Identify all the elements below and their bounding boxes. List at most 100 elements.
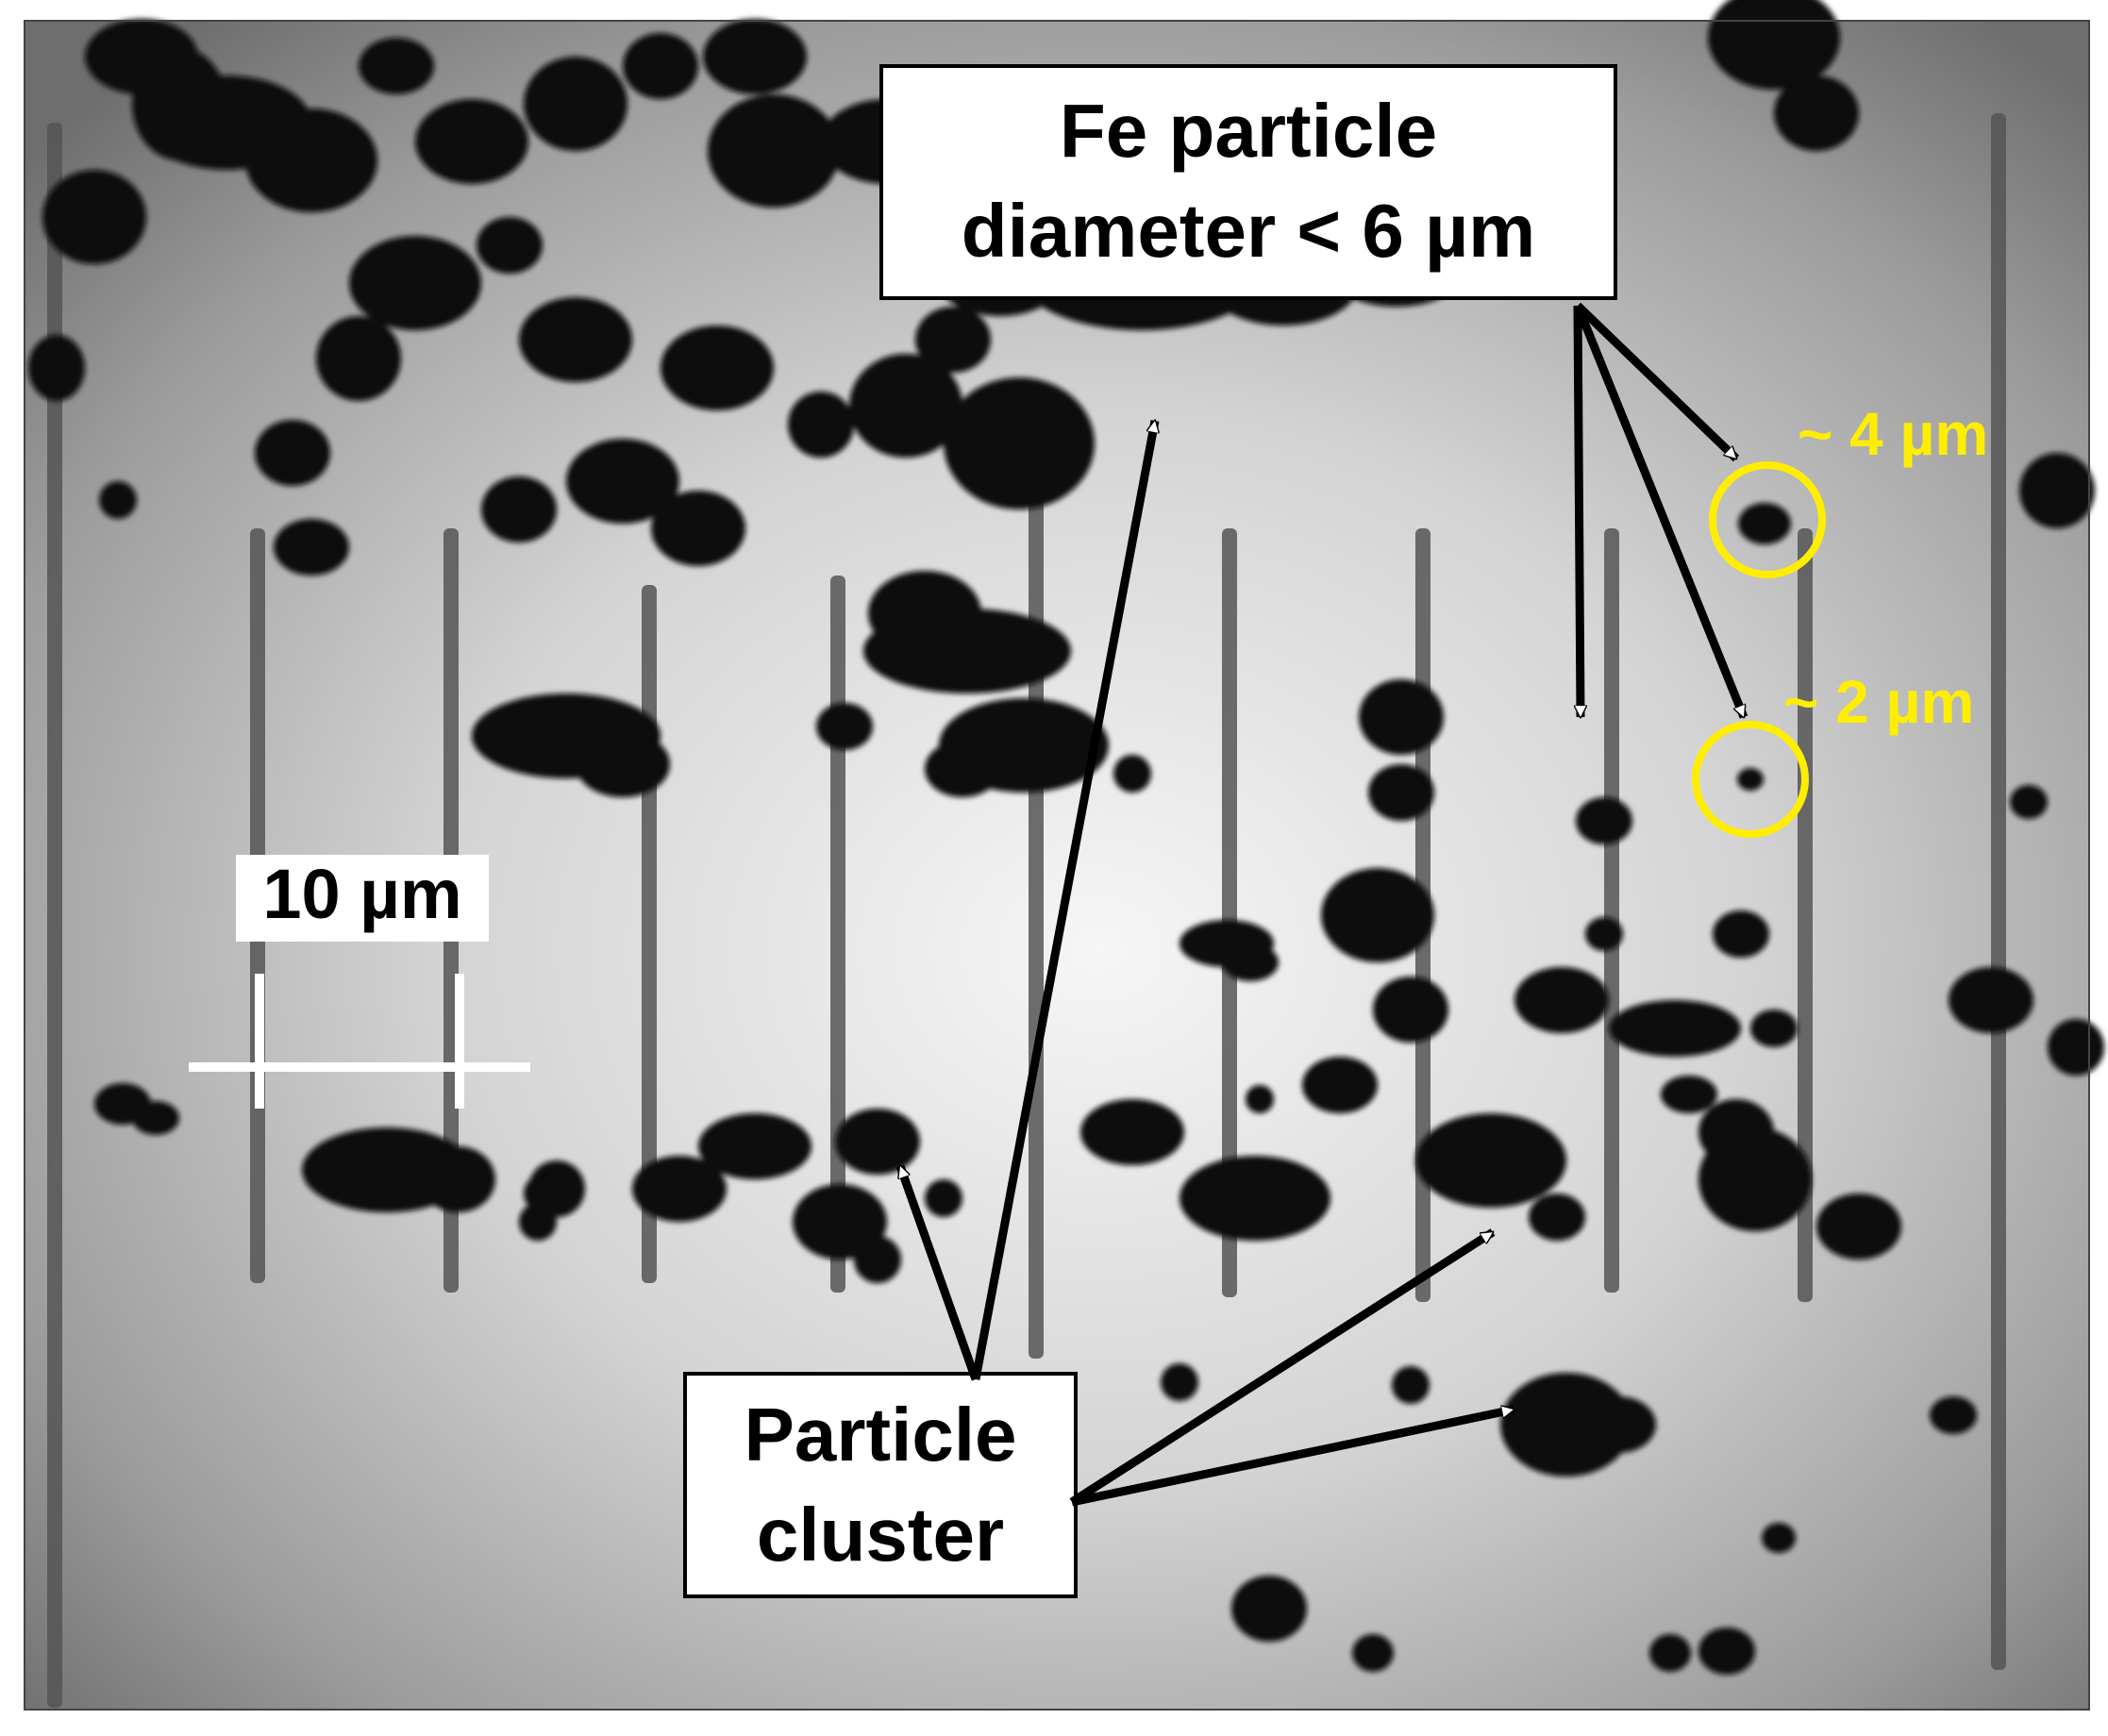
scale-label: 10 µm: [262, 855, 461, 933]
particle: [788, 392, 854, 458]
particle: [481, 476, 557, 542]
particle: [1434, 1146, 1481, 1184]
particle: [42, 170, 146, 264]
size-label-large: ~ 4 µm: [1798, 400, 1988, 468]
particle: [524, 1173, 571, 1214]
particle: [1500, 1373, 1632, 1477]
particle: [1514, 967, 1609, 1033]
cluster-label-box: [683, 1372, 1078, 1598]
cluster-label-line1: Particle: [744, 1393, 1016, 1477]
particle: [661, 326, 774, 410]
particle: [1698, 1127, 1812, 1231]
highlight-circle-large: [1709, 461, 1826, 578]
particle: [835, 1109, 920, 1175]
particle: [1415, 1113, 1566, 1208]
electrode-line: [1604, 528, 1619, 1293]
fe-label-line2: diameter < 6 µm: [962, 189, 1536, 273]
electrode-line: [1029, 396, 1044, 1359]
particle: [1816, 1194, 1901, 1260]
particle: [1080, 1099, 1184, 1165]
scale-bar: [189, 974, 530, 1109]
particle: [1392, 1366, 1430, 1404]
particle: [1774, 75, 1859, 151]
scale-label-box: [236, 855, 489, 942]
particle: [1352, 1634, 1394, 1672]
particle: [274, 519, 349, 576]
particle: [519, 297, 632, 382]
particle: [1661, 1076, 1717, 1113]
particle: [816, 703, 873, 750]
particle: [1649, 1634, 1691, 1672]
particle: [1713, 910, 1769, 958]
particle: [1113, 755, 1151, 793]
particle: [1737, 768, 1764, 791]
particle: [576, 731, 670, 797]
particle: [2048, 1019, 2104, 1076]
particle: [1302, 1057, 1378, 1113]
particle: [863, 609, 1071, 693]
particle: [99, 481, 137, 519]
particle: [566, 439, 679, 524]
particle: [2019, 453, 2095, 528]
particle: [132, 1101, 179, 1135]
particle: [1581, 1396, 1656, 1453]
particle: [1750, 1010, 1798, 1047]
particle: [524, 57, 627, 151]
electrode-line: [830, 576, 845, 1293]
particle: [132, 47, 226, 160]
particle: [1738, 503, 1791, 544]
particle: [1359, 679, 1444, 755]
highlight-circle-small: [1692, 721, 1809, 838]
electrode-line: [1222, 528, 1237, 1297]
particle: [915, 307, 991, 373]
particle: [349, 236, 481, 330]
particle: [1576, 797, 1632, 844]
particle: [415, 99, 528, 184]
particle: [1529, 1194, 1585, 1241]
electrode-lines: [47, 113, 2006, 1708]
fe-label-line1: Fe particle: [1060, 89, 1437, 173]
particle: [1698, 1628, 1755, 1675]
particle: [1949, 967, 2033, 1033]
electrode-line: [1991, 113, 2006, 1670]
particle: [925, 1179, 962, 1217]
particle: [623, 33, 698, 99]
particle: [1368, 764, 1434, 821]
particle: [1231, 1576, 1307, 1642]
particle: [1762, 1523, 1796, 1553]
particle: [925, 741, 1000, 797]
particle: [651, 491, 745, 566]
electrode-line: [1798, 528, 1813, 1302]
particle: [849, 354, 962, 458]
cluster-label-line2: cluster: [757, 1493, 1004, 1577]
particle: [255, 420, 330, 486]
particle: [1585, 917, 1623, 951]
figure-frame: [24, 20, 2090, 1711]
electrode-line: [47, 123, 62, 1708]
particle: [703, 19, 807, 94]
particle: [245, 108, 377, 212]
particle: [944, 377, 1095, 509]
particle: [1179, 1156, 1330, 1241]
particle: [1930, 1396, 1977, 1434]
particle: [28, 335, 85, 401]
particle: [1609, 1000, 1741, 1057]
particle: [708, 94, 840, 208]
fe-label-box: [879, 64, 1617, 300]
particle: [1321, 868, 1434, 962]
particle: [698, 1113, 811, 1179]
annotation-arrows: [895, 302, 1748, 1507]
particle: [1373, 976, 1448, 1043]
particle: [632, 1156, 727, 1222]
particle: [854, 1236, 901, 1283]
particle: [359, 38, 434, 94]
particle: [1222, 943, 1279, 981]
particle: [1708, 0, 1840, 90]
size-label-small: ~ 2 µm: [1783, 668, 1974, 736]
particle: [2010, 785, 2048, 819]
particle: [316, 316, 401, 401]
particle: [420, 1146, 495, 1212]
particle: [477, 217, 543, 274]
